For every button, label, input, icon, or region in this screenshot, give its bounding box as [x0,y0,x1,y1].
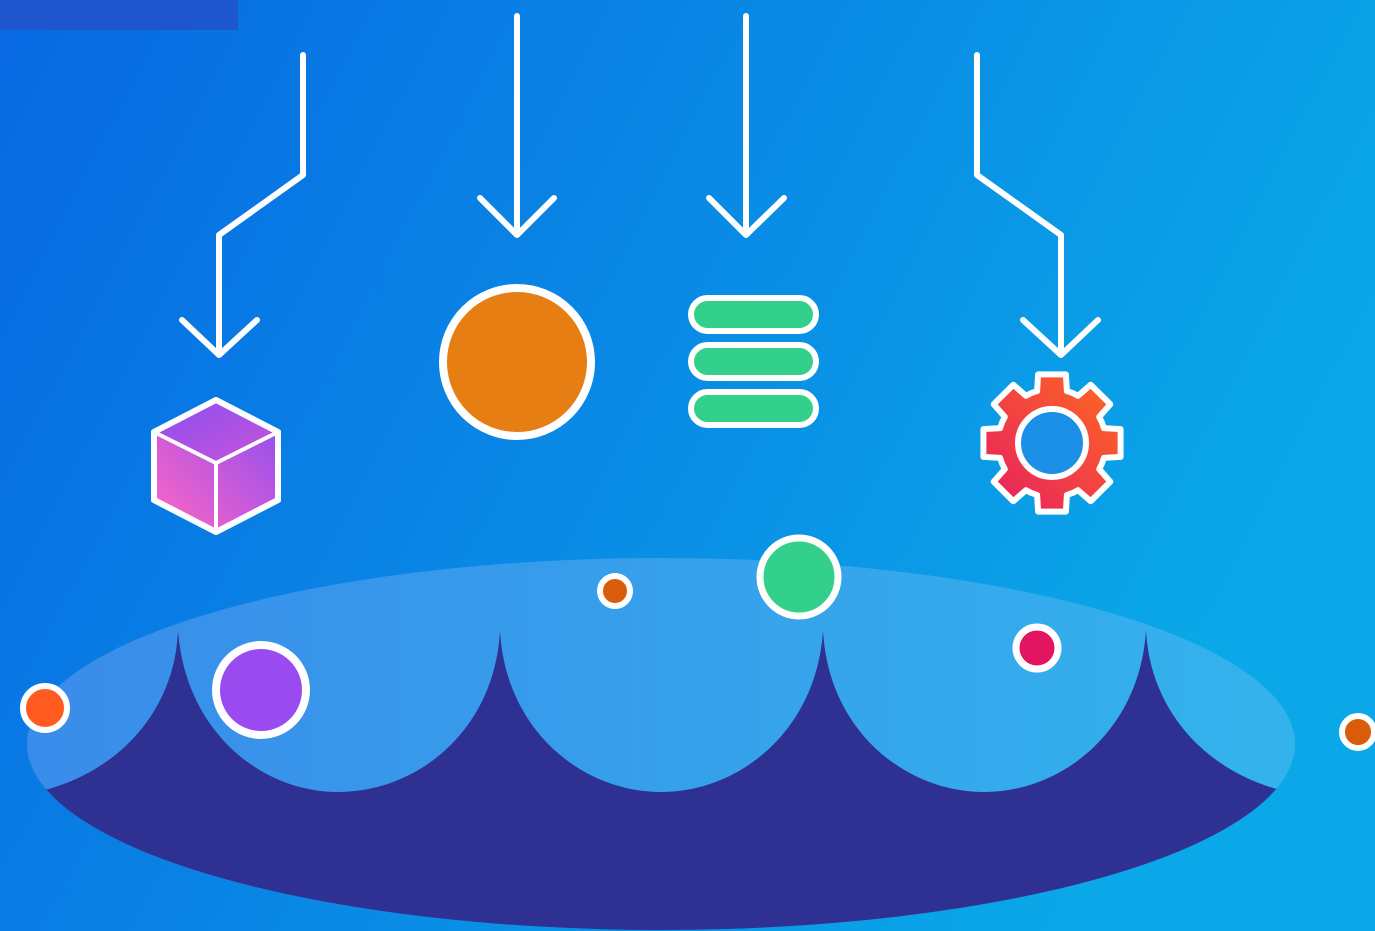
arrow-to-circle [477,13,557,238]
dot-magenta [1012,623,1062,673]
dot-dark-orange-small [597,573,633,609]
dot-dark-orange-right [1339,713,1375,751]
decorative-dots [20,534,1375,751]
dot-orange-red-left [20,683,70,733]
dot-green [756,534,842,620]
dot-purple [212,641,310,739]
platform-scalloped-base [27,630,1295,930]
arrow-to-list [706,13,787,238]
arrow-to-cube [179,52,306,358]
top-left-strip [0,0,238,30]
arrow-to-gear [974,52,1101,358]
list-icon [688,295,819,428]
cube-icon [151,397,281,535]
platform-ellipse [27,558,1295,930]
circle-icon [439,284,595,440]
arrows [179,13,1101,358]
gear-icon [980,371,1124,515]
